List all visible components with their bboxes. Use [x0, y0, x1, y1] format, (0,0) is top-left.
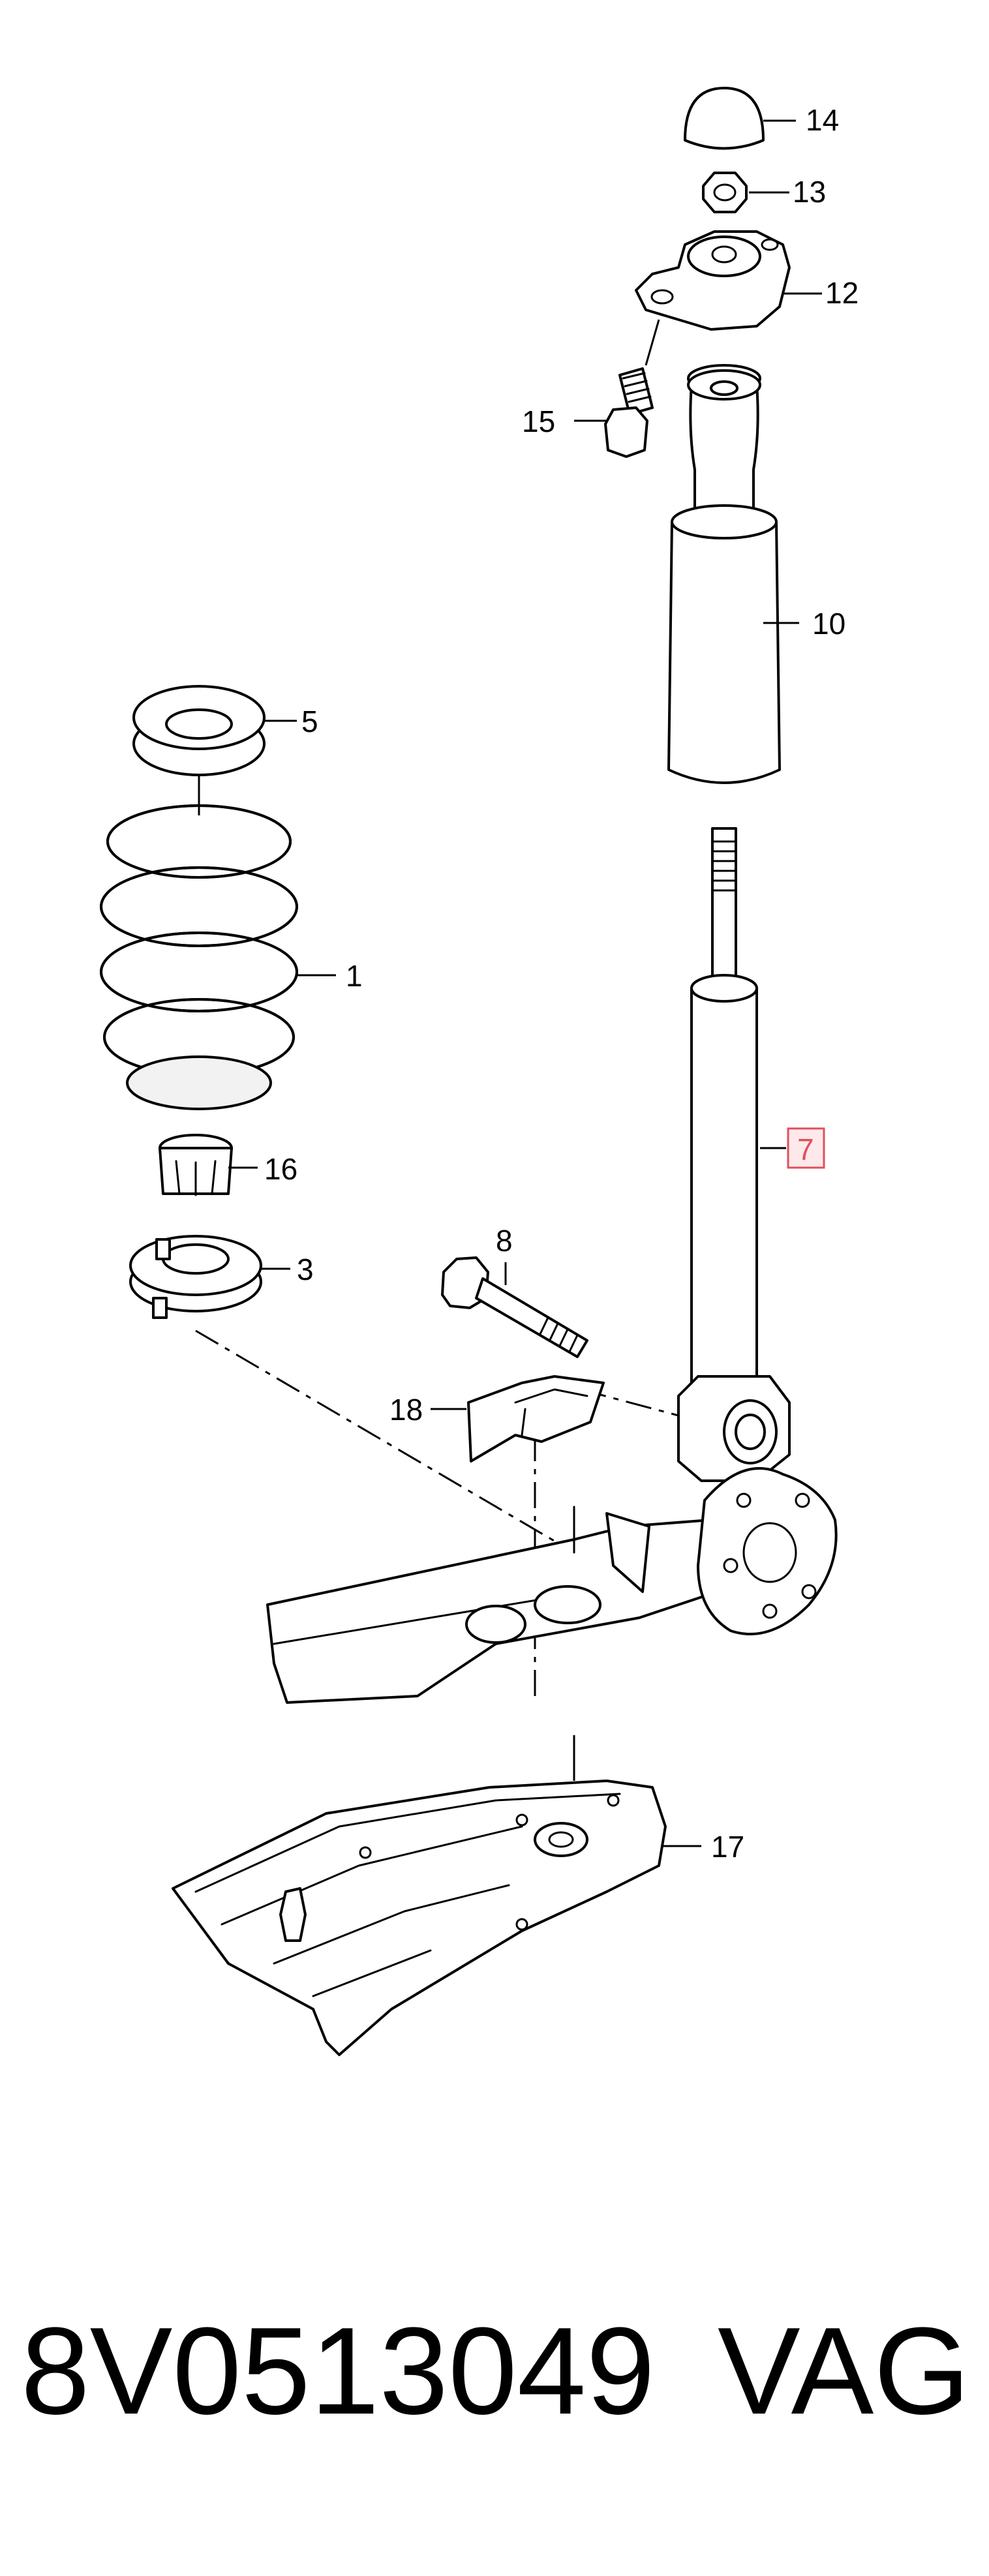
part-3-lower-spring-seat — [129, 1235, 262, 1319]
callout-13: 13 — [793, 175, 826, 209]
part-16-buffer — [159, 1134, 233, 1196]
part-8-bolt — [441, 1256, 588, 1358]
part-7-shock-absorber — [677, 827, 791, 1482]
callout-7-highlight — [787, 1127, 825, 1169]
callout-8: 8 — [496, 1224, 513, 1258]
callout-15: 15 — [522, 404, 555, 438]
part-1-coil-spring — [100, 776, 298, 1110]
callout-14: 14 — [806, 103, 839, 137]
callout-5: 5 — [301, 705, 318, 738]
part-12-top-mount — [635, 230, 791, 331]
callout-leaders — [228, 119, 822, 1847]
rear-axle-beam — [266, 1467, 838, 1704]
callout-3: 3 — [297, 1252, 314, 1286]
part-18-bracket — [467, 1375, 605, 1462]
part-17-underbody-cover — [172, 1735, 667, 2056]
part-number: 8V0513049 — [21, 2302, 656, 2440]
callout-10: 10 — [812, 607, 845, 641]
brand-label: VAG — [718, 2302, 971, 2440]
part-14-cap — [684, 87, 765, 150]
callout-18: 18 — [389, 1393, 423, 1427]
part-10-dust-cover — [667, 364, 781, 784]
callout-16: 16 — [264, 1152, 297, 1186]
callout-7: 7 — [797, 1132, 814, 1166]
callout-12: 12 — [825, 276, 859, 310]
part-5-spring-seat — [132, 685, 266, 776]
callout-1: 1 — [346, 959, 363, 993]
callout-labels: 14 13 12 15 10 5 1 7 16 3 8 18 17 — [264, 103, 859, 1864]
callout-17: 17 — [711, 1830, 744, 1864]
part-15-bolt — [604, 319, 660, 458]
part-13-nut — [702, 172, 748, 213]
